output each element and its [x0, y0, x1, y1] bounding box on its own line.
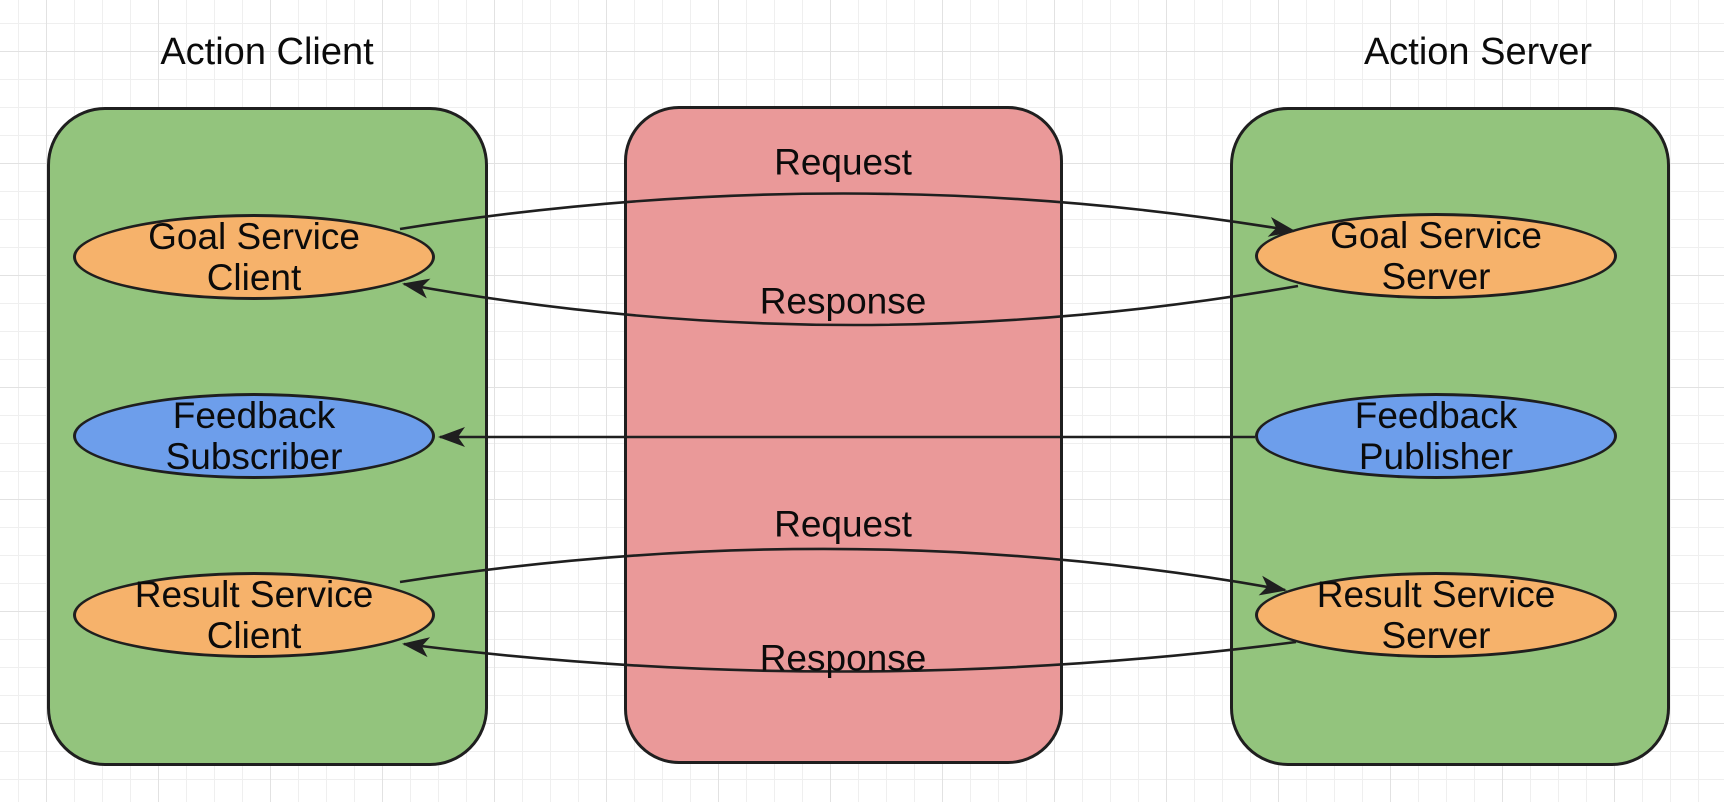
- node-label-line: Goal Service: [1330, 215, 1542, 256]
- node-label-line: Feedback: [172, 395, 336, 436]
- node-label-line: Client: [206, 257, 302, 298]
- node-label-line: Feedback: [1354, 395, 1518, 436]
- node-feedback-publisher: Feedback Publisher: [1255, 393, 1617, 479]
- node-label-line: Result Service: [134, 574, 374, 615]
- node-label-line: Result Service: [1316, 574, 1556, 615]
- goal-request-label: Request: [774, 141, 912, 183]
- action-client-title: Action Client: [160, 31, 374, 73]
- node-label-line: Goal Service: [148, 216, 360, 257]
- result-request-label: Request: [774, 503, 912, 545]
- node-result-service-client: Result Service Client: [73, 572, 435, 658]
- node-result-service-server: Result Service Server: [1255, 572, 1617, 658]
- node-label-line: Server: [1381, 615, 1491, 656]
- node-label-line: Publisher: [1358, 436, 1514, 477]
- node-label-line: Subscriber: [165, 436, 343, 477]
- node-goal-service-server: Goal Service Server: [1255, 213, 1617, 299]
- goal-response-label: Response: [759, 280, 927, 322]
- node-feedback-subscriber: Feedback Subscriber: [73, 393, 435, 479]
- result-response-label: Response: [759, 637, 927, 679]
- action-server-title: Action Server: [1363, 31, 1593, 73]
- node-label-line: Server: [1381, 256, 1491, 297]
- node-goal-service-client: Goal Service Client: [73, 214, 435, 300]
- node-label-line: Client: [206, 615, 302, 656]
